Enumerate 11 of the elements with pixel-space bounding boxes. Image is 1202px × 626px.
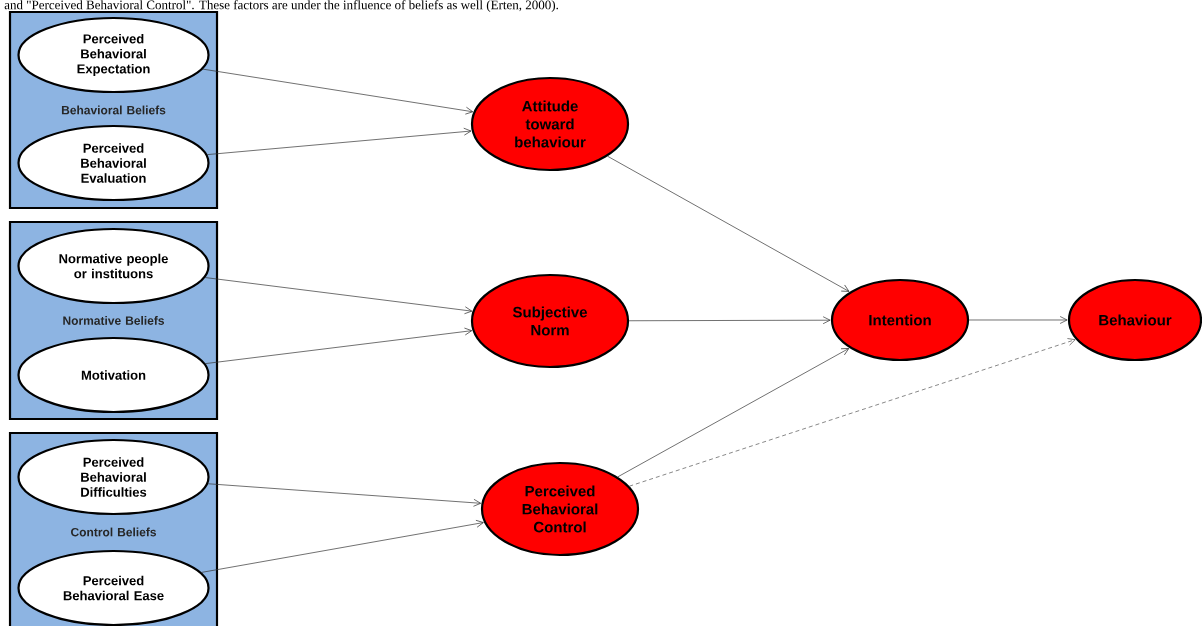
arrow <box>607 155 850 292</box>
arrow <box>628 338 1076 487</box>
arrow <box>617 348 850 478</box>
arrow <box>968 316 1068 324</box>
arrow <box>206 127 472 155</box>
arrow <box>628 316 831 325</box>
arrow <box>207 483 482 507</box>
arrow <box>204 277 473 315</box>
arrow <box>204 327 473 364</box>
arrow <box>202 68 474 115</box>
arrow <box>200 519 484 573</box>
